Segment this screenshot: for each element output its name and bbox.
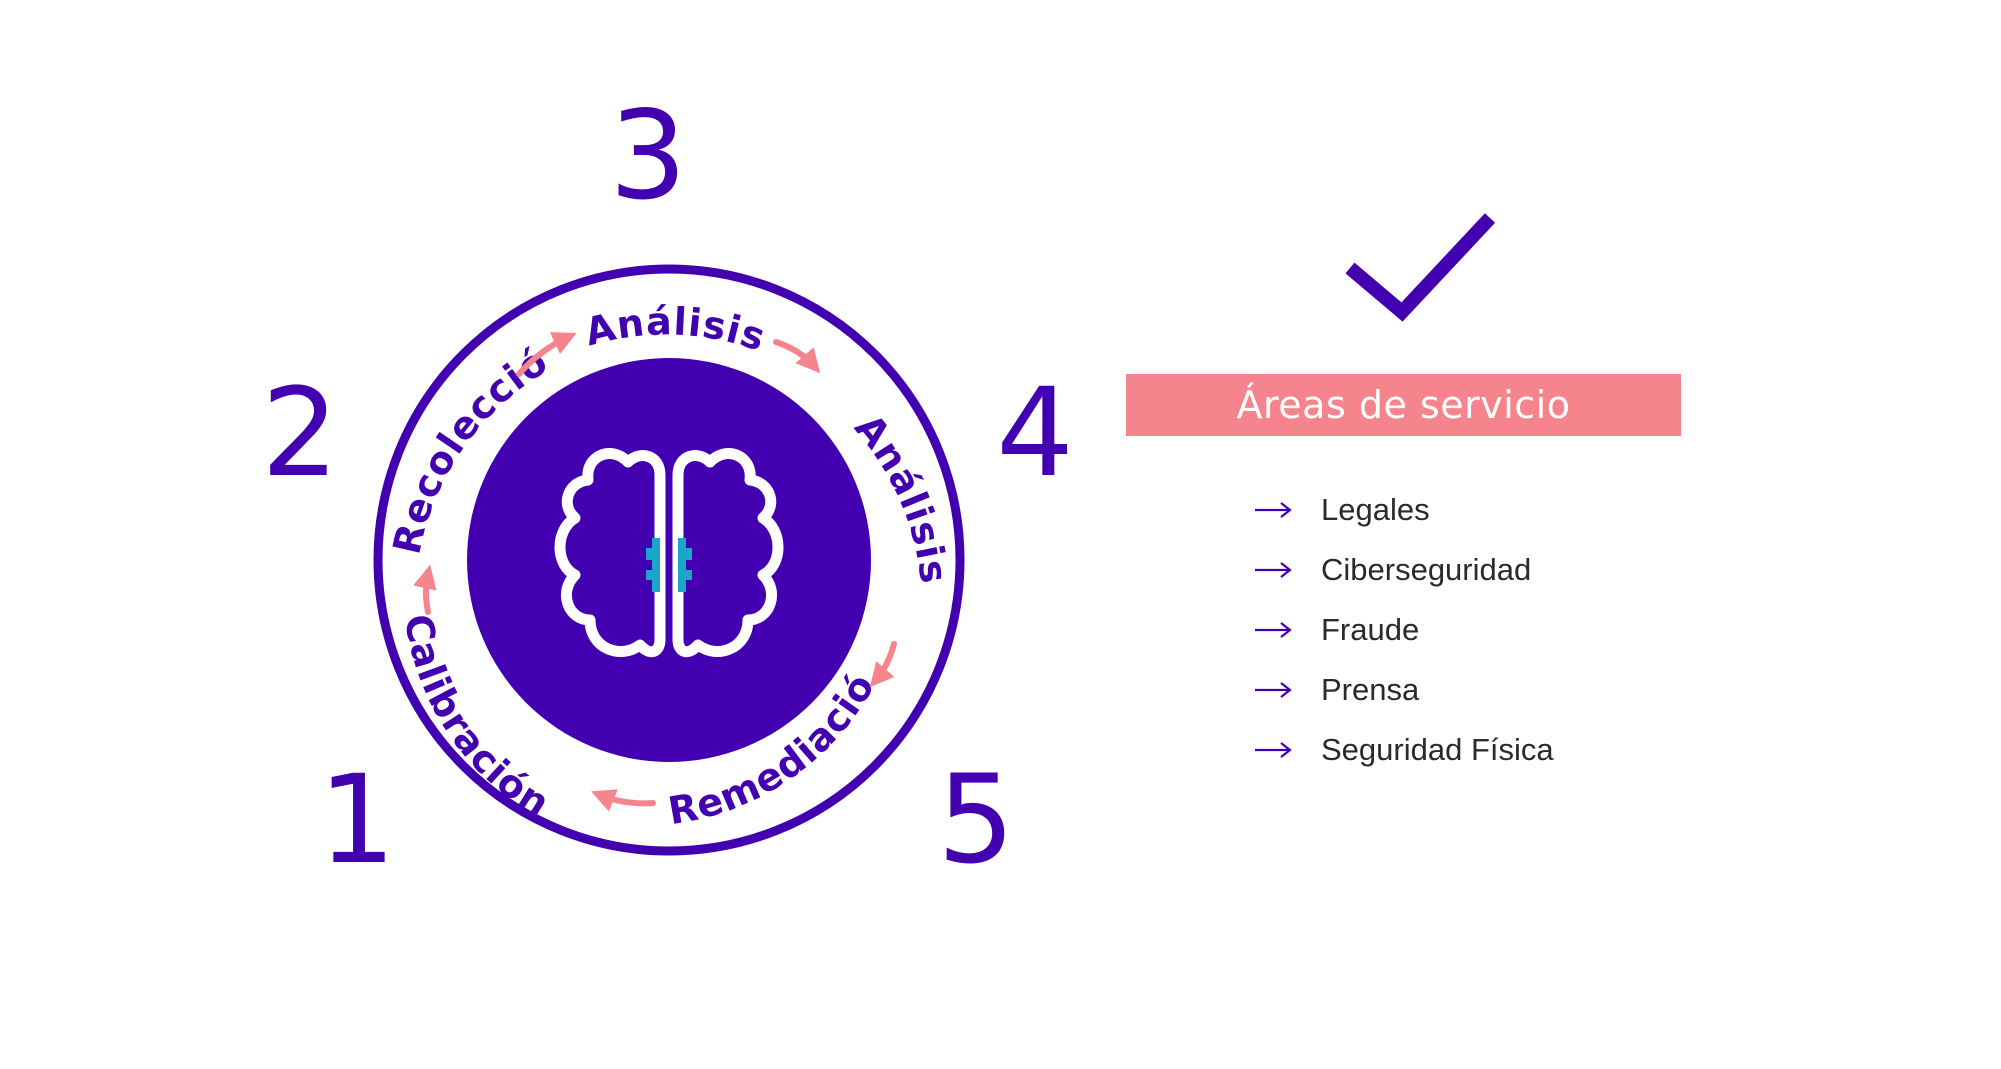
curved-arrow-icon — [516, 332, 577, 377]
step-number-2: 2 — [261, 362, 339, 504]
center-disc — [467, 358, 871, 762]
list-item: Seguridad Física — [1253, 720, 1554, 780]
list-item: Fraude — [1253, 600, 1554, 660]
check-mark-icon — [1345, 213, 1496, 322]
service-label-legales: Legales — [1321, 492, 1430, 527]
curved-arrow-icon — [869, 641, 897, 688]
list-item: Prensa — [1253, 660, 1554, 720]
curved-arrow-icon — [591, 789, 656, 812]
service-label-seguridad-fisica: Seguridad Física — [1321, 732, 1554, 767]
step-number-4: 4 — [996, 362, 1074, 504]
medical-cross-icon — [646, 538, 692, 592]
service-label-prensa: Prensa — [1321, 672, 1420, 707]
list-item: Ciberseguridad — [1253, 540, 1554, 600]
arrow-right-icon — [1255, 562, 1292, 578]
arrow-right-icon — [1255, 622, 1292, 638]
arrow-right-icon — [1255, 502, 1292, 518]
arrow-right-icon — [1255, 742, 1292, 758]
services-banner: Áreas de servicio — [1126, 374, 1681, 436]
service-label-ciberseguridad: Ciberseguridad — [1321, 552, 1532, 587]
curved-arrow-icon — [773, 339, 821, 374]
step-number-1: 1 — [318, 749, 396, 891]
brain-icon — [554, 448, 784, 658]
arrow-right-icon — [1255, 682, 1292, 698]
step-number-5: 5 — [937, 749, 1015, 891]
step-number-3: 3 — [609, 85, 687, 227]
services-title: Áreas de servicio — [1236, 383, 1571, 427]
services-list: Legales Ciberseguridad Fraude Prensa Seg… — [1253, 480, 1554, 780]
service-label-fraude: Fraude — [1321, 612, 1420, 647]
curved-arrow-icon — [413, 564, 437, 615]
list-item: Legales — [1253, 480, 1554, 540]
